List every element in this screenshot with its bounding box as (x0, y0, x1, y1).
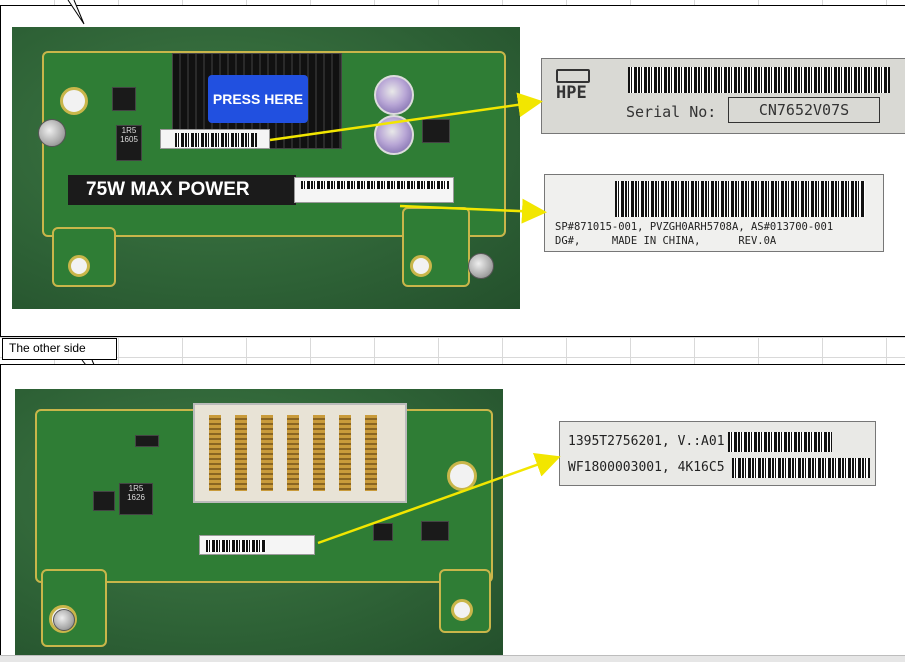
inductor: 1R5 1626 (119, 483, 153, 515)
connector-pins (287, 415, 299, 491)
barcode (175, 133, 257, 147)
bottom-board-leg-left (41, 569, 107, 647)
chip (422, 119, 450, 143)
barcode (728, 432, 832, 452)
connector-pins (313, 415, 325, 491)
serial-sticker (160, 129, 270, 149)
press-here-label: PRESS HERE (208, 75, 308, 123)
connector-pins (235, 415, 247, 491)
mount-hole (410, 255, 432, 277)
inductor-label: 1R5 1605 (120, 126, 138, 144)
bottom-board-photo: 1R5 1626 (15, 389, 503, 655)
callout-other-side: The other side (2, 338, 117, 360)
serial-value: CN7652V07S (758, 101, 850, 119)
spare-zoom-label: SP#871015-001, PVZGH0ARH5708A, AS#013700… (544, 174, 884, 252)
mount-hole (451, 599, 473, 621)
bottom-sticker (199, 535, 315, 555)
barcode (301, 181, 449, 189)
top-board-photo: PRESS HERE 1R5 1605 75W MAX POWER (12, 27, 520, 309)
barcode (628, 67, 890, 93)
chip (421, 521, 449, 541)
screw (468, 253, 494, 279)
chip (373, 523, 393, 541)
hpe-logo-box (556, 69, 590, 83)
mount-hole (60, 87, 88, 115)
connector-pins (261, 415, 273, 491)
mount-hole (68, 255, 90, 277)
bottom-line-1: 1395T2756201, V.:A01 (568, 434, 725, 449)
bottom-zoom-label: 1395T2756201, V.:A01 WF1800003001, 4K16C… (559, 421, 876, 486)
mount-hole (447, 461, 477, 491)
inductor: 1R5 1605 (116, 125, 142, 161)
capacitor (374, 75, 414, 115)
inductor-label: 1R5 1626 (127, 484, 145, 502)
chip (93, 491, 115, 511)
connector-pins (209, 415, 221, 491)
power-label-strip: 75W MAX POWER (68, 175, 296, 205)
screw (38, 119, 66, 147)
barcode (615, 181, 865, 217)
spare-line-1: SP#871015-001, PVZGH0ARH5708A, AS#013700… (555, 221, 834, 233)
hpe-brand: HPE (556, 83, 587, 103)
bottom-line-2: WF1800003001, 4K16C5 (568, 460, 725, 475)
sheet-tab-bar[interactable] (0, 655, 905, 662)
power-connector (193, 403, 407, 503)
barcode (732, 458, 870, 478)
connector-pins (365, 415, 377, 491)
screw (53, 609, 75, 631)
serial-label-text: Serial No: (626, 103, 717, 121)
serial-value-box: CN7652V07S (728, 97, 880, 123)
chip (135, 435, 159, 447)
spare-line-2: DG#, MADE IN CHINA, REV.0A (555, 235, 777, 247)
connector-pins (339, 415, 351, 491)
barcode (206, 540, 266, 552)
chip (112, 87, 136, 111)
serial-zoom-label: HPE Serial No: CN7652V07S (541, 58, 905, 134)
spare-sticker (294, 177, 454, 203)
